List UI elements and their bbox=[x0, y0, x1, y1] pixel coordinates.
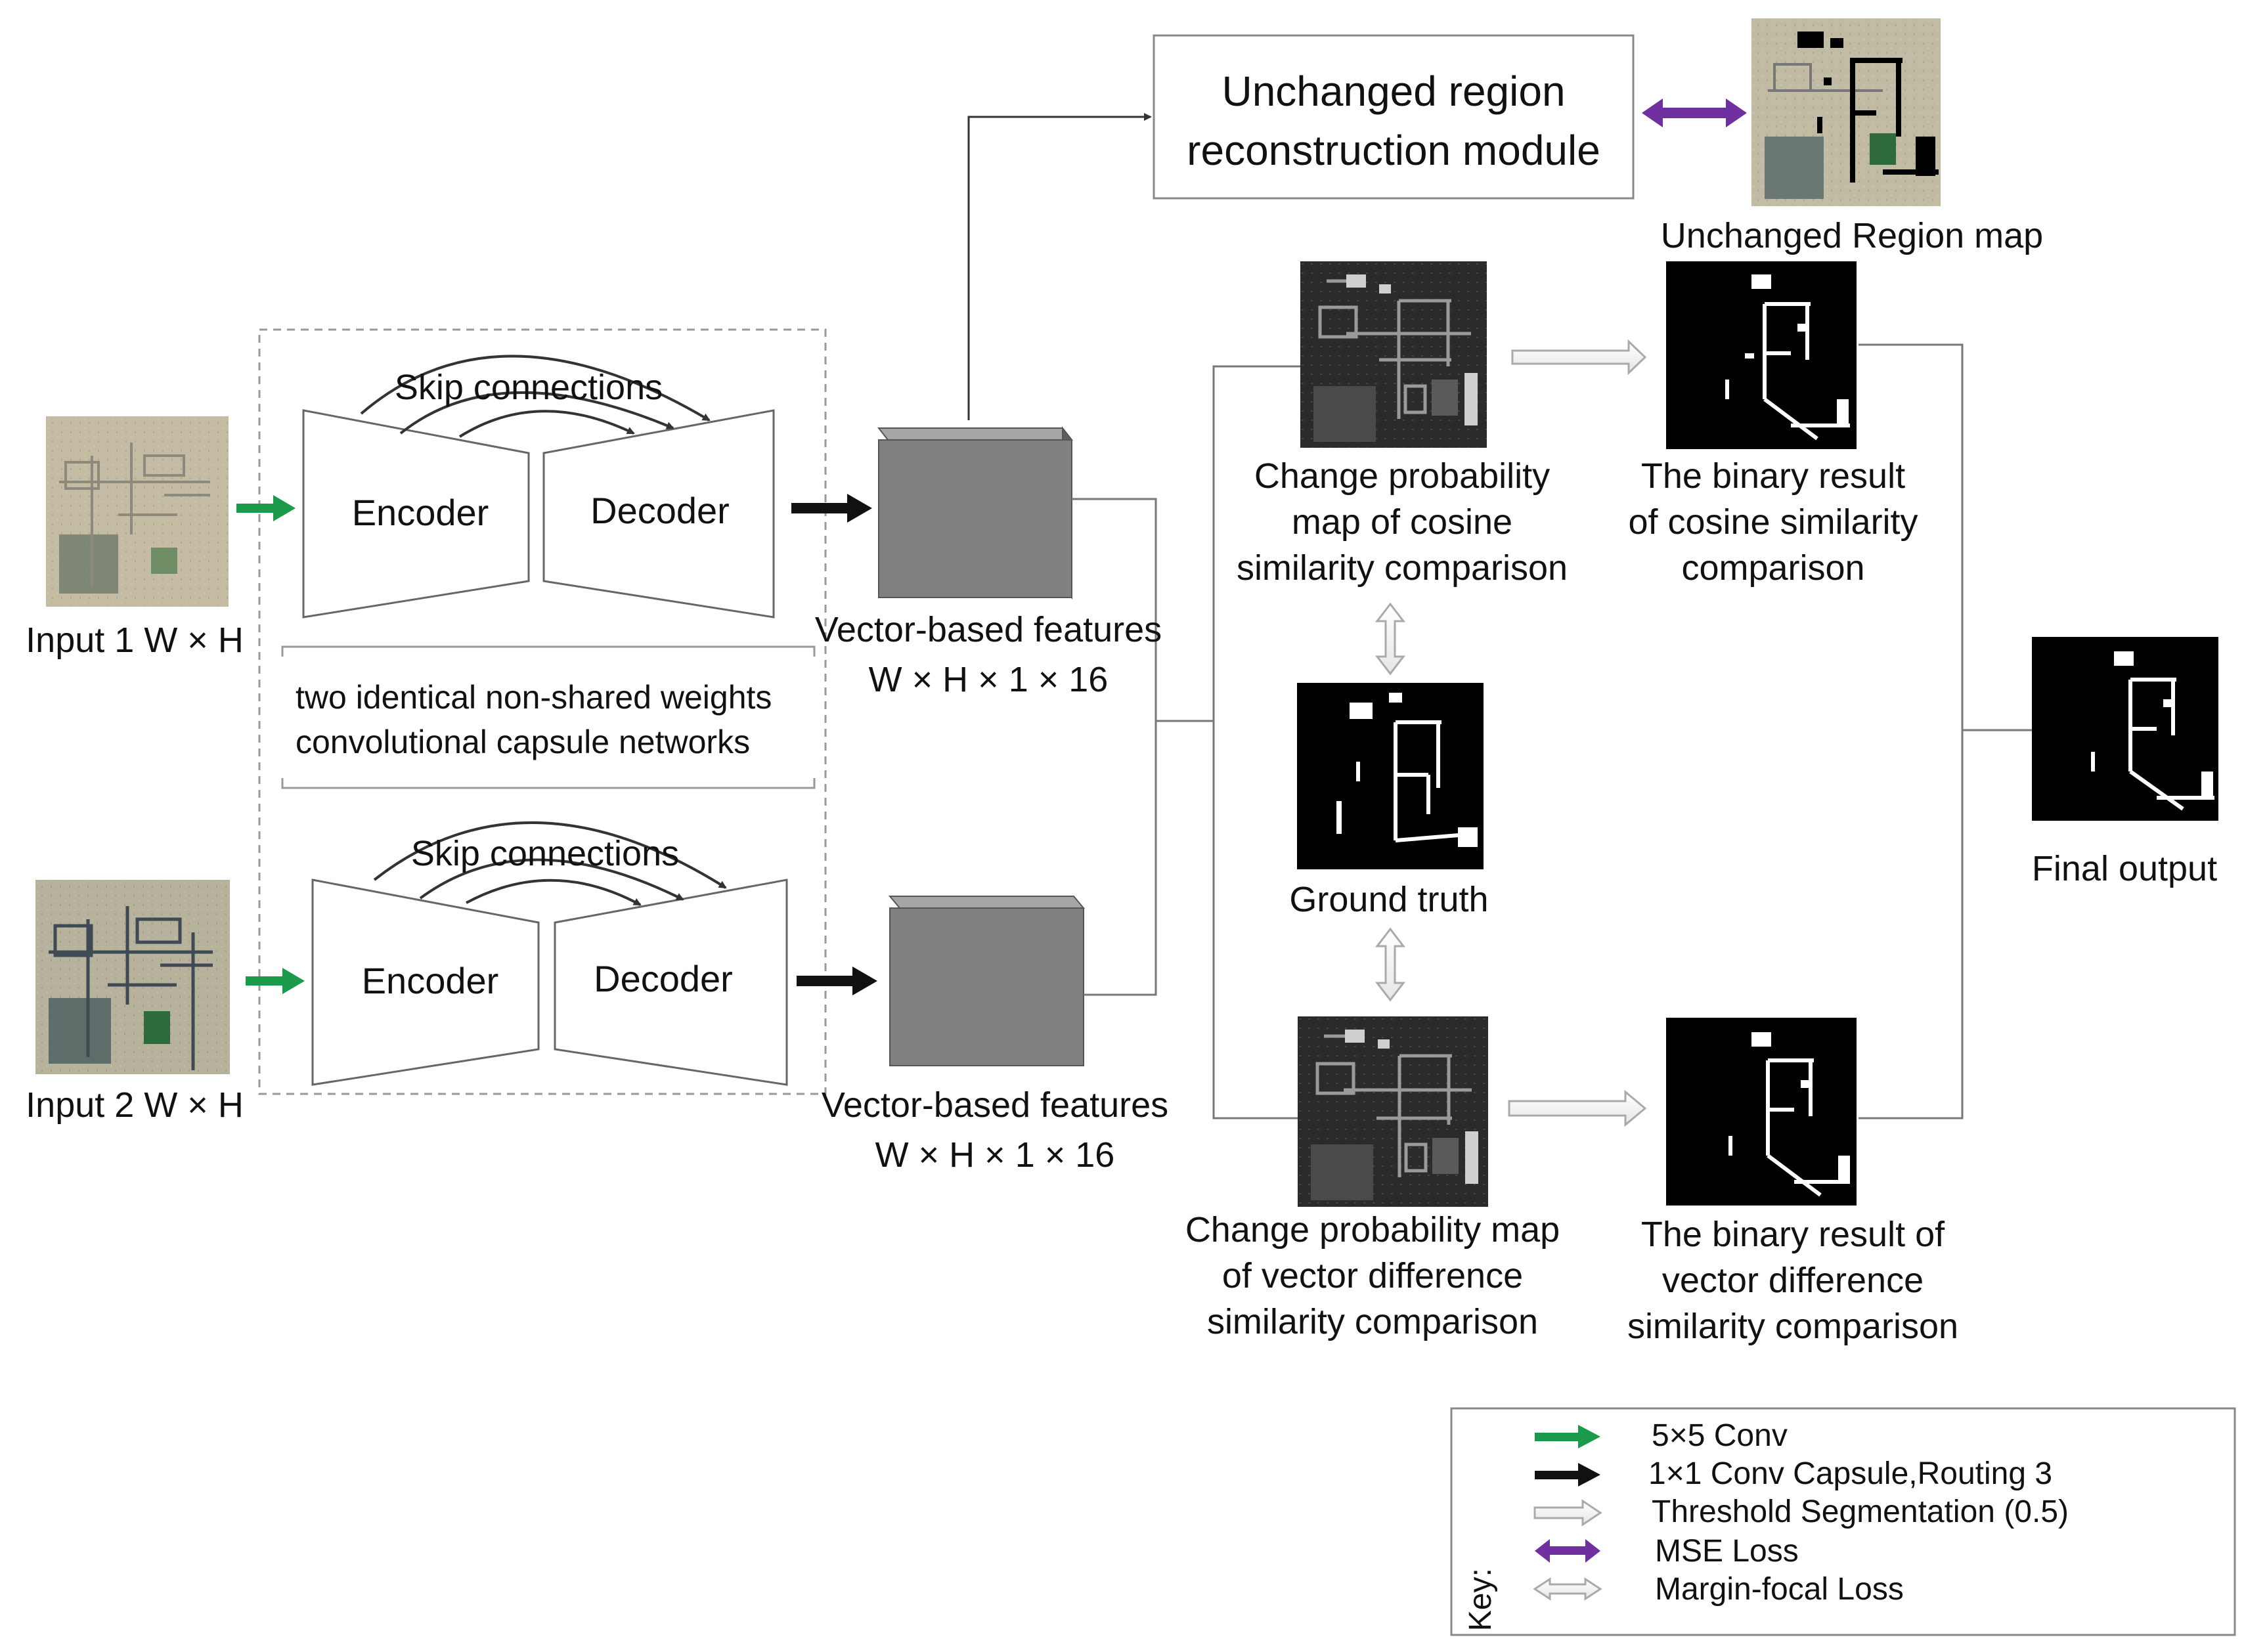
legend-green-arrow-icon bbox=[1535, 1425, 1600, 1448]
vector-features-top-line1: Vector-based features bbox=[814, 610, 1162, 649]
encoder-top-label: Encoder bbox=[351, 492, 489, 533]
legend-item-capsule: 1×1 Conv Capsule,Routing 3 bbox=[1648, 1456, 2053, 1491]
input1-image bbox=[46, 416, 229, 607]
cosine-probability-map-image bbox=[1300, 261, 1487, 448]
legend-item-threshold: Threshold Segmentation (0.5) bbox=[1652, 1494, 2069, 1529]
unchanged-region-map-image bbox=[1751, 18, 1941, 206]
vector-difference-binary-result-image bbox=[1666, 1018, 1857, 1206]
legend-item-conv: 5×5 Conv bbox=[1652, 1418, 1788, 1453]
vector-features-bottom-line1: Vector-based features bbox=[821, 1085, 1169, 1125]
siamese-enclosure bbox=[258, 328, 827, 1095]
threshold-arrow-bottom bbox=[1508, 1089, 1647, 1127]
skip-arc-bottom-outer bbox=[373, 821, 727, 889]
input2-label: Input 2 W × H bbox=[26, 1085, 244, 1125]
legend-key-label: Key: bbox=[1463, 1568, 1498, 1632]
decoder-bottom-shape bbox=[554, 879, 788, 1086]
decoder-top-label: Decoder bbox=[590, 490, 730, 531]
ground-truth-label: Ground truth bbox=[1289, 880, 1489, 919]
skip-connections-bottom-label: Skip connections bbox=[410, 834, 680, 873]
legend-black-arrow-icon bbox=[1535, 1463, 1600, 1487]
input2-image bbox=[35, 880, 230, 1074]
legend-purple-double-arrow-icon bbox=[1535, 1539, 1600, 1563]
capsule-arrow-top bbox=[791, 494, 872, 523]
threshold-arrow-top bbox=[1511, 339, 1647, 376]
vector-difference-probability-map-image bbox=[1298, 1016, 1488, 1207]
legend-hollow-double-arrow-icon bbox=[1533, 1577, 1602, 1601]
ground-truth-image bbox=[1297, 683, 1484, 869]
unchanged-region-map-label: Unchanged Region map bbox=[1660, 216, 2044, 255]
urrm-label-line2: reconstruction module bbox=[1187, 127, 1600, 174]
skip-arc-top-inner bbox=[458, 410, 635, 438]
skip-arc-bottom-inner bbox=[466, 879, 642, 906]
encoder-bottom-label: Encoder bbox=[361, 960, 499, 1001]
skip-arc-top-middle bbox=[399, 391, 674, 435]
feature-cube-bottom bbox=[888, 896, 1086, 1066]
siamese-note-line1: two identical non-shared weights bbox=[296, 679, 772, 716]
vector-difference-probability-label: Change probability map of vector differe… bbox=[1185, 1210, 1560, 1342]
final-output-image bbox=[2032, 637, 2218, 821]
input1-label: Input 1 W × H bbox=[26, 620, 244, 660]
cosine-binary-label: The binary result of cosine similarity c… bbox=[1628, 456, 1918, 588]
capsule-arrow-bottom bbox=[797, 967, 877, 995]
conv-arrow-top bbox=[236, 495, 296, 521]
siamese-note-line2: convolutional capsule networks bbox=[296, 724, 751, 760]
vector-difference-binary-label: The binary result of vector difference s… bbox=[1627, 1215, 1959, 1347]
feature-cube-top bbox=[877, 426, 1074, 600]
vector-features-top-line2: W × H × 1 × 16 bbox=[868, 660, 1109, 699]
margin-focal-arrow-upper bbox=[1375, 602, 1406, 676]
margin-focal-arrow-lower bbox=[1375, 927, 1406, 1002]
skip-arc-top-outer bbox=[360, 355, 711, 422]
decoder-top-shape bbox=[542, 409, 775, 619]
legend-item-margin-focal: Margin-focal Loss bbox=[1655, 1572, 1904, 1607]
split-bracket bbox=[1212, 365, 1304, 1119]
note-bracket-bottom bbox=[281, 778, 816, 789]
decoder-bottom-label: Decoder bbox=[594, 958, 733, 999]
urrm-label-line1: Unchanged region bbox=[1221, 68, 1566, 115]
legend-hollow-arrow-icon bbox=[1533, 1499, 1602, 1527]
mse-loss-arrow bbox=[1642, 98, 1747, 127]
encoder-top-shape bbox=[302, 409, 530, 619]
connector-to-urrm bbox=[967, 113, 1152, 420]
vector-features-bottom-line2: W × H × 1 × 16 bbox=[875, 1135, 1115, 1175]
cosine-probability-label: Change probability map of cosine similar… bbox=[1236, 456, 1568, 588]
note-bracket-top bbox=[281, 645, 816, 657]
conv-arrow-bottom bbox=[246, 968, 305, 994]
legend-item-mse: MSE Loss bbox=[1655, 1534, 1799, 1569]
result-bracket bbox=[1859, 343, 1964, 1119]
skip-connections-top-label: Skip connections bbox=[394, 368, 663, 407]
skip-arc-bottom-middle bbox=[419, 858, 684, 901]
final-output-label: Final output bbox=[2031, 849, 2218, 888]
urrm-box bbox=[1153, 34, 1635, 200]
cosine-binary-result-image bbox=[1666, 261, 1857, 449]
merge-bracket bbox=[1072, 498, 1157, 996]
encoder-bottom-shape bbox=[311, 879, 540, 1086]
